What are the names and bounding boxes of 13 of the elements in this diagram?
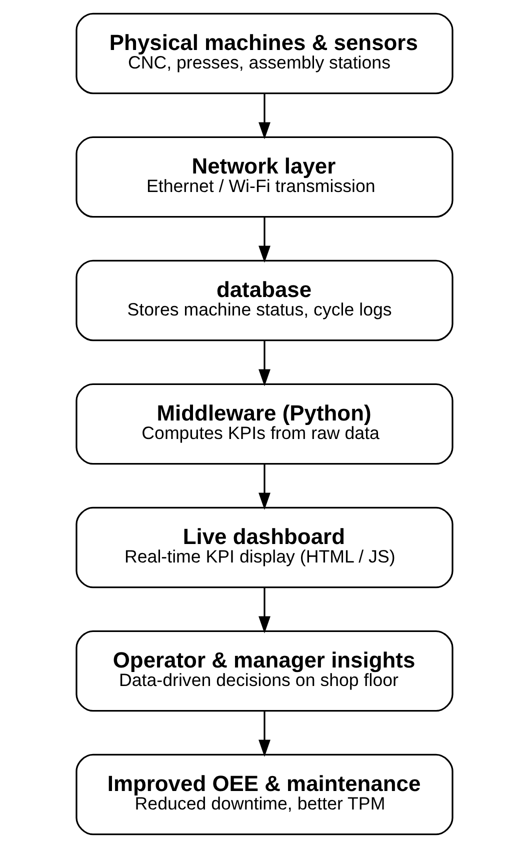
arrow <box>258 94 270 140</box>
arrow <box>258 340 270 386</box>
node-box: database Stores machine status, cycle logs <box>76 260 454 342</box>
arrow <box>258 588 270 634</box>
node-box: Operator & manager insights Data-driven decisions on shop floor <box>76 630 454 712</box>
arrow <box>258 711 270 757</box>
arrow <box>258 217 270 263</box>
arrow <box>258 464 270 510</box>
node-box: Physical machines & sensors CNC, presses, assembly stations <box>76 12 454 94</box>
node-box: Live dashboard Real-time KPI display (HTML / JS) <box>76 506 454 588</box>
node-box: Middleware (Python) Computes KPIs from raw data <box>76 383 454 465</box>
node-box: Network layer Ethernet / Wi-Fi transmission <box>76 136 454 218</box>
node-box: Improved OEE & maintenance Reduced downtime, better TPM <box>76 754 454 836</box>
